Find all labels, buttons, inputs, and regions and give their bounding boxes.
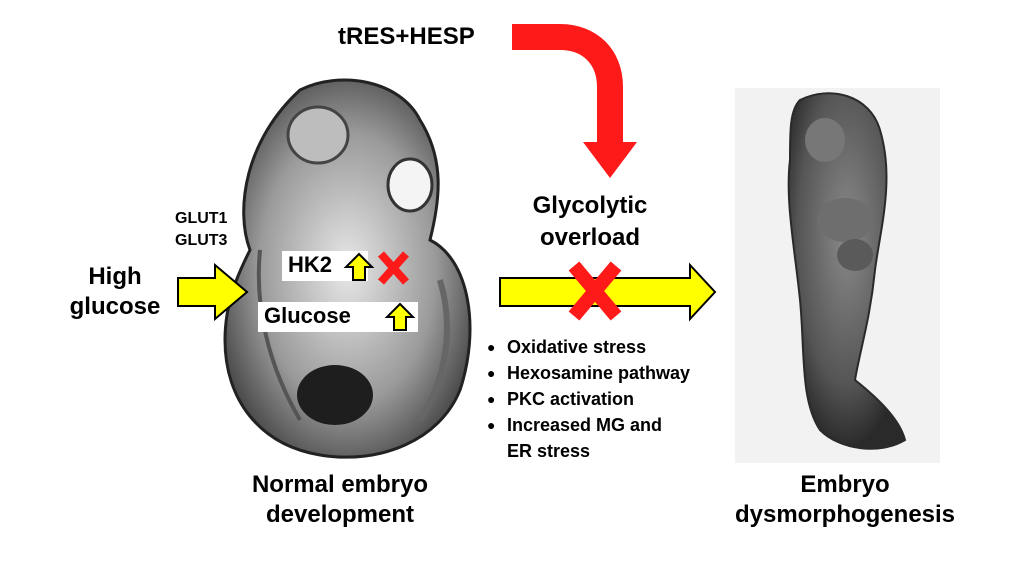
list-item: Increased MG and [487,412,690,438]
intervention-label: tRES+HESP [338,23,475,50]
outcome-caption: Embryo dysmorphogenesis [734,471,956,528]
up-arrow-icon [384,302,416,331]
glut1-label: GLUT1 [175,210,228,227]
glucose-label: Glucose [264,303,351,328]
list-item: Hexosamine pathway [487,360,690,386]
high-glucose-label: High glucose [69,263,161,320]
list-item: PKC activation [487,386,690,412]
curved-arrow-icon [512,24,637,178]
input-arrow [177,262,249,322]
progression-arrow [499,262,717,322]
hk2-block-x-icon [378,251,409,285]
glut3-label: GLUT3 [175,232,228,249]
normal-embryo-caption: Normal embryo development [251,471,429,528]
hk2-label: HK2 [288,252,333,277]
list-item: Oxidative stress [487,334,690,360]
up-arrow-icon [343,252,375,281]
glycolytic-overload-label: Glycolytic overload [532,192,648,251]
effects-list: Oxidative stress Hexosamine pathway PKC … [487,334,690,464]
transporter-labels: GLUT1 GLUT3 [175,208,227,252]
block-x-icon [568,261,622,321]
list-item-continuation: ER stress [507,441,591,461]
malformed-embryo-image [735,88,940,463]
